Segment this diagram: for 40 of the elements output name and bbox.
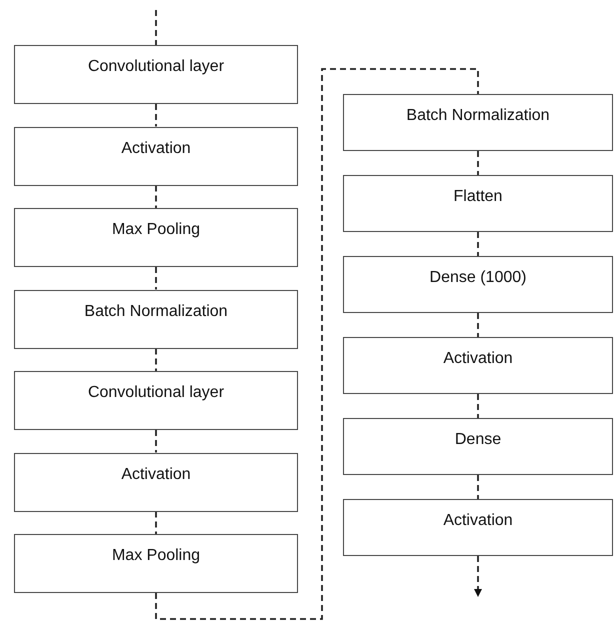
connector (155, 267, 157, 290)
layer-box (14, 208, 298, 267)
layer-label: Activation (443, 512, 513, 530)
connector (477, 232, 479, 256)
layer-box (343, 94, 613, 151)
layer-box (14, 452, 298, 512)
layer-label: Max Pooling (112, 547, 200, 565)
layer-box (343, 256, 613, 313)
connector (155, 348, 157, 371)
layer-label: Batch Normalization (406, 107, 550, 125)
connector (155, 186, 157, 208)
layer-label: Activation (121, 466, 191, 484)
connector (477, 313, 479, 337)
connector (477, 151, 479, 175)
layer-box (14, 126, 298, 186)
layer-label: Convolutional layer (88, 58, 224, 76)
layer-label: Activation (443, 350, 513, 368)
layer-label: Flatten (454, 188, 502, 206)
connector (477, 394, 479, 418)
connector (155, 430, 157, 452)
layer-box (14, 290, 298, 348)
layer-label: Batch Normalization (84, 302, 228, 320)
connector (474, 556, 482, 597)
layer-box (14, 534, 298, 593)
connector (477, 475, 479, 499)
connector (155, 68, 479, 620)
layer-box (343, 418, 613, 475)
layer-box (343, 175, 613, 232)
layer-box (343, 337, 613, 394)
layer-box (343, 499, 613, 556)
connector (155, 104, 157, 126)
layer-label: Convolutional layer (88, 384, 224, 402)
layer-label: Dense (454, 431, 502, 449)
layer-box (14, 45, 298, 104)
layer-label: Dense (1000) (430, 269, 526, 287)
layer-box (14, 371, 298, 430)
connector (155, 512, 157, 534)
layer-label: Activation (121, 140, 191, 158)
layer-label: Max Pooling (112, 221, 200, 239)
connector (155, 10, 157, 45)
